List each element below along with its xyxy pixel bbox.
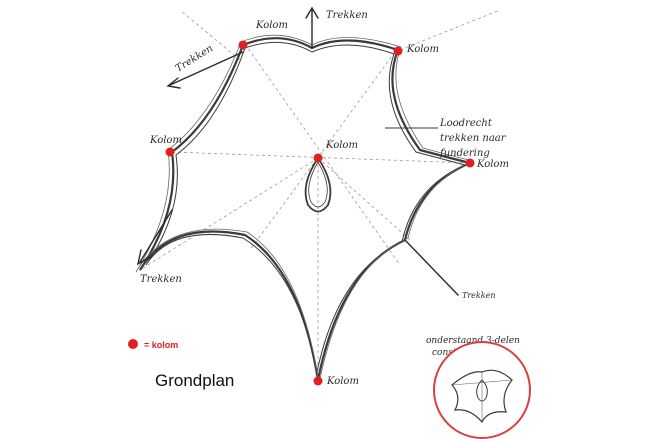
label-trekken-right-bottom: Trekken <box>462 291 495 300</box>
column-top-left <box>238 40 248 50</box>
column-center <box>313 153 323 163</box>
columns <box>165 40 475 386</box>
legend-marker <box>128 339 138 349</box>
label-trekken-top: Trekken <box>326 10 368 21</box>
label-kolom-bottom: Kolom <box>326 376 359 387</box>
label-trekken-left-top: Trekken <box>174 43 215 75</box>
label-kolom-top-right: Kolom <box>406 44 439 55</box>
inset-label-line-1: onderstaand 3-delen <box>426 336 520 346</box>
column-top-right <box>393 46 403 56</box>
label-trekken-left-bottom: Trekken <box>140 274 182 285</box>
note-line-3: fundering <box>439 148 490 159</box>
note-line-1: Loodrecht <box>439 118 493 129</box>
inset-detail <box>433 341 531 439</box>
column-right <box>465 158 475 168</box>
legend: = kolom <box>128 339 178 350</box>
page-title: Grondplan <box>155 371 234 390</box>
label-kolom-center: Kolom <box>325 140 358 151</box>
column-bottom <box>313 376 323 386</box>
label-kolom-left: Kolom <box>149 135 182 146</box>
note-line-2: trekken naar <box>440 133 507 144</box>
construction-lines <box>139 9 501 380</box>
legend-label: = kolom <box>144 340 178 350</box>
label-kolom-top-left: Kolom <box>255 20 288 31</box>
tension-arrows <box>136 6 459 296</box>
column-left <box>165 147 175 157</box>
canopy-outline <box>135 34 475 385</box>
label-kolom-right: Kolom <box>476 159 509 170</box>
central-opening <box>304 156 332 213</box>
